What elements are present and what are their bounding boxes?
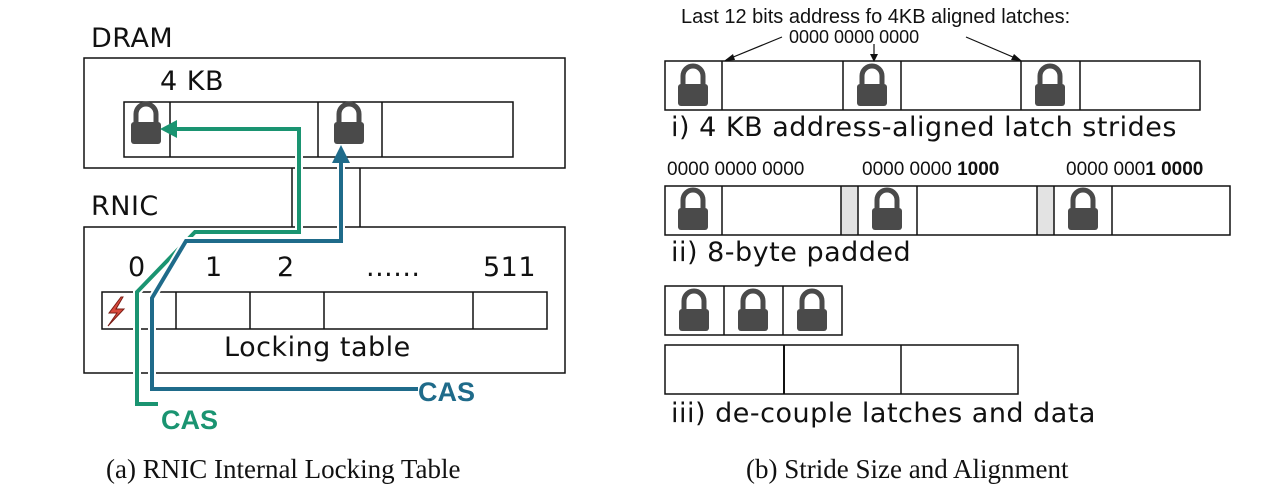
row1-lock-icon-3 — [1035, 66, 1065, 106]
caption-b: (b) Stride Size and Alignment — [746, 454, 1069, 484]
row2-lock-icon-1 — [678, 190, 708, 230]
cas-blue-label: CAS — [418, 377, 476, 407]
row3-latch-strip — [664, 285, 843, 336]
header-arrow-right — [965, 36, 1021, 61]
row3-lock-icon-1 — [679, 291, 709, 331]
row2-addr-2: 0000 0000 1000 — [862, 160, 999, 179]
dram-lock-icon-2 — [334, 104, 364, 144]
rnic-label: RNIC — [91, 191, 159, 222]
header-bits: 0000 0000 0000 — [789, 27, 920, 47]
row2-pad-2 — [1037, 186, 1054, 235]
dram-box — [83, 57, 566, 169]
row2-addr-2-normal: 0000 0000 — [862, 159, 958, 180]
row1-label: i) 4 KB address-aligned latch strides — [671, 112, 1177, 143]
index-ellipsis: ...... — [366, 252, 421, 283]
index-511: 511 — [483, 252, 537, 283]
index-1: 1 — [205, 252, 223, 283]
index-0: 0 — [128, 252, 146, 283]
row2-lock-icon-3 — [1068, 190, 1098, 230]
row2-addr-3-normal: 0000 000 — [1066, 159, 1146, 180]
rnic-box — [83, 226, 566, 374]
row2-addr-3: 0000 0001 0000 — [1066, 160, 1203, 179]
row2-addr-2-bold: 1000 — [957, 159, 1000, 180]
row2-pad-1 — [841, 186, 858, 235]
row2-addr-1: 0000 0000 0000 — [667, 159, 805, 180]
page-size-label: 4 KB — [160, 66, 224, 97]
green-arrowhead — [160, 120, 177, 138]
header-line: Last 12 bits address fo 4KB aligned latc… — [681, 6, 1071, 28]
header-arrow-left — [725, 36, 783, 61]
row1-strip — [664, 60, 1201, 111]
row1-lock-icon-1 — [678, 66, 708, 106]
row3-lock-icon-3 — [797, 291, 827, 331]
row3-label: iii) de-couple latches and data — [671, 398, 1096, 429]
row2-label: ii) 8-byte padded — [671, 237, 912, 268]
locking-table-label: Locking table — [224, 332, 411, 363]
row2-strip — [664, 185, 1231, 236]
row1-lock-icon-2 — [857, 66, 887, 106]
index-2: 2 — [277, 252, 295, 283]
broken-lock-icon — [107, 296, 126, 327]
row2-addr-3-bold: 1 0000 — [1145, 159, 1204, 180]
row3-data-strip — [664, 344, 1019, 395]
dram-label: DRAM — [91, 23, 174, 54]
dram-lock-icon-1 — [131, 104, 161, 144]
cas-green-label: CAS — [161, 405, 219, 435]
row3-lock-icon-2 — [738, 291, 768, 331]
row2-lock-icon-2 — [872, 190, 902, 230]
blue-arrowhead — [332, 145, 350, 163]
caption-a: (a) RNIC Internal Locking Table — [106, 454, 461, 484]
